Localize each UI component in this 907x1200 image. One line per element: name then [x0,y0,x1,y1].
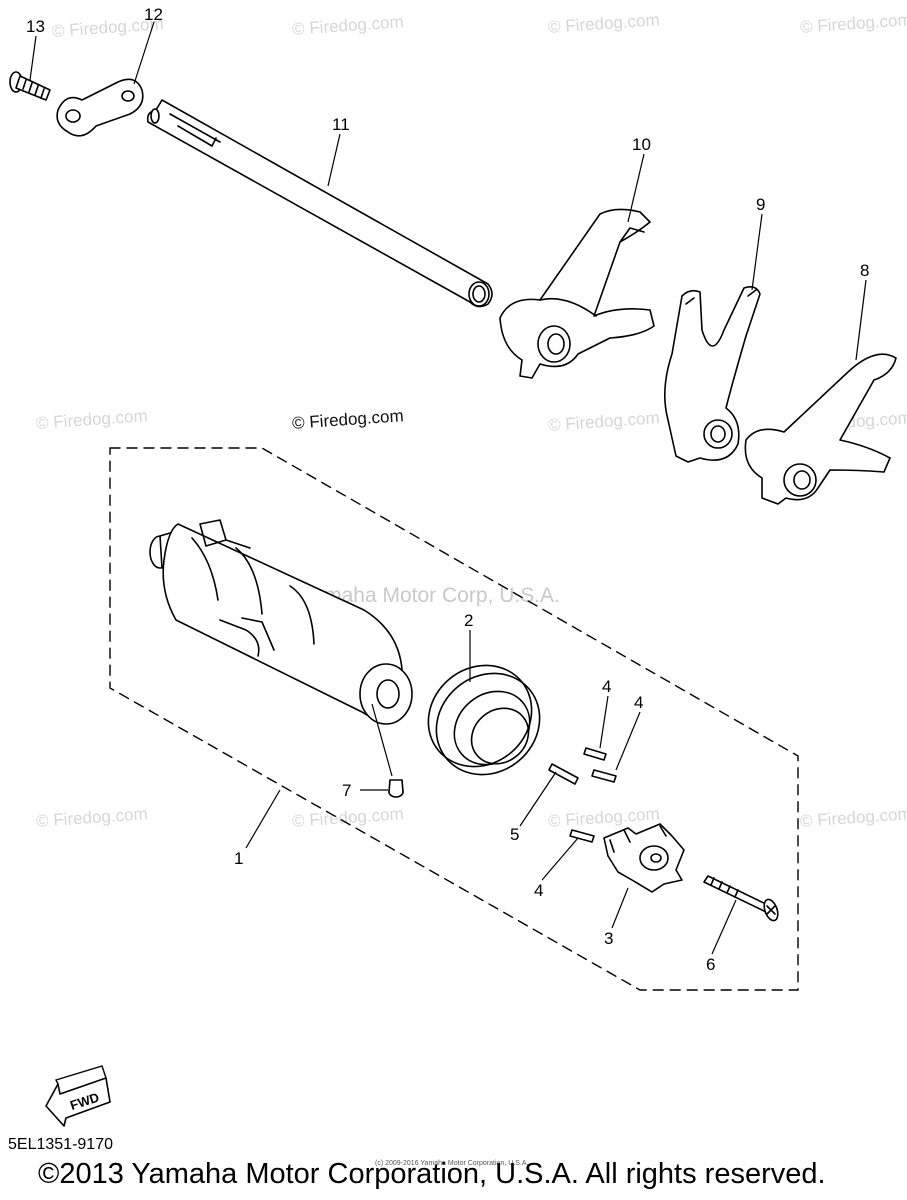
fwd-arrow-icon: FWD [45,1065,111,1127]
part-8-shift-fork [744,353,897,505]
part-9-shift-fork [664,286,761,463]
callout-4: 4 [634,693,643,712]
callout-4: 4 [534,881,543,900]
callout-5: 5 [510,825,519,844]
leader-lines [29,21,867,955]
callout-11: 11 [332,115,350,134]
fine-print-notice: (c) 2009-2016 Yamaha Motor Corporation, … [375,1160,529,1167]
callout-7: 7 [342,781,351,800]
part-12-stopper-plate [56,78,144,137]
part-11-shift-shaft [146,99,493,308]
callout-1: 1 [234,849,243,868]
part-4-pin [569,747,617,843]
part-10-shift-fork [499,208,655,379]
callout-3: 3 [604,929,613,948]
callout-12: 12 [144,5,163,24]
part-3-segment [603,823,685,893]
part-1-shift-drum [149,519,413,725]
assembly-boundary [109,447,799,991]
part-6-screw [703,875,779,922]
callout-4: 4 [602,677,611,696]
callout-10: 10 [632,135,651,154]
part-13-screw [9,71,51,101]
callout-9: 9 [756,195,765,214]
diagram-part-code: 5EL1351-9170 [8,1136,113,1153]
copyright-notice: ©2013 Yamaha Motor Corporation, U.S.A. A… [38,1158,826,1190]
watermark-yamaha: Yamaha Motor Corp, U.S.A. [300,584,560,607]
callout-13: 13 [26,17,45,36]
part-2-bearing [427,664,541,776]
callout-2: 2 [464,611,473,630]
callout-8: 8 [860,261,869,280]
callout-6: 6 [706,955,715,974]
part-7-screw [388,779,404,798]
part-5-pin [548,763,579,785]
